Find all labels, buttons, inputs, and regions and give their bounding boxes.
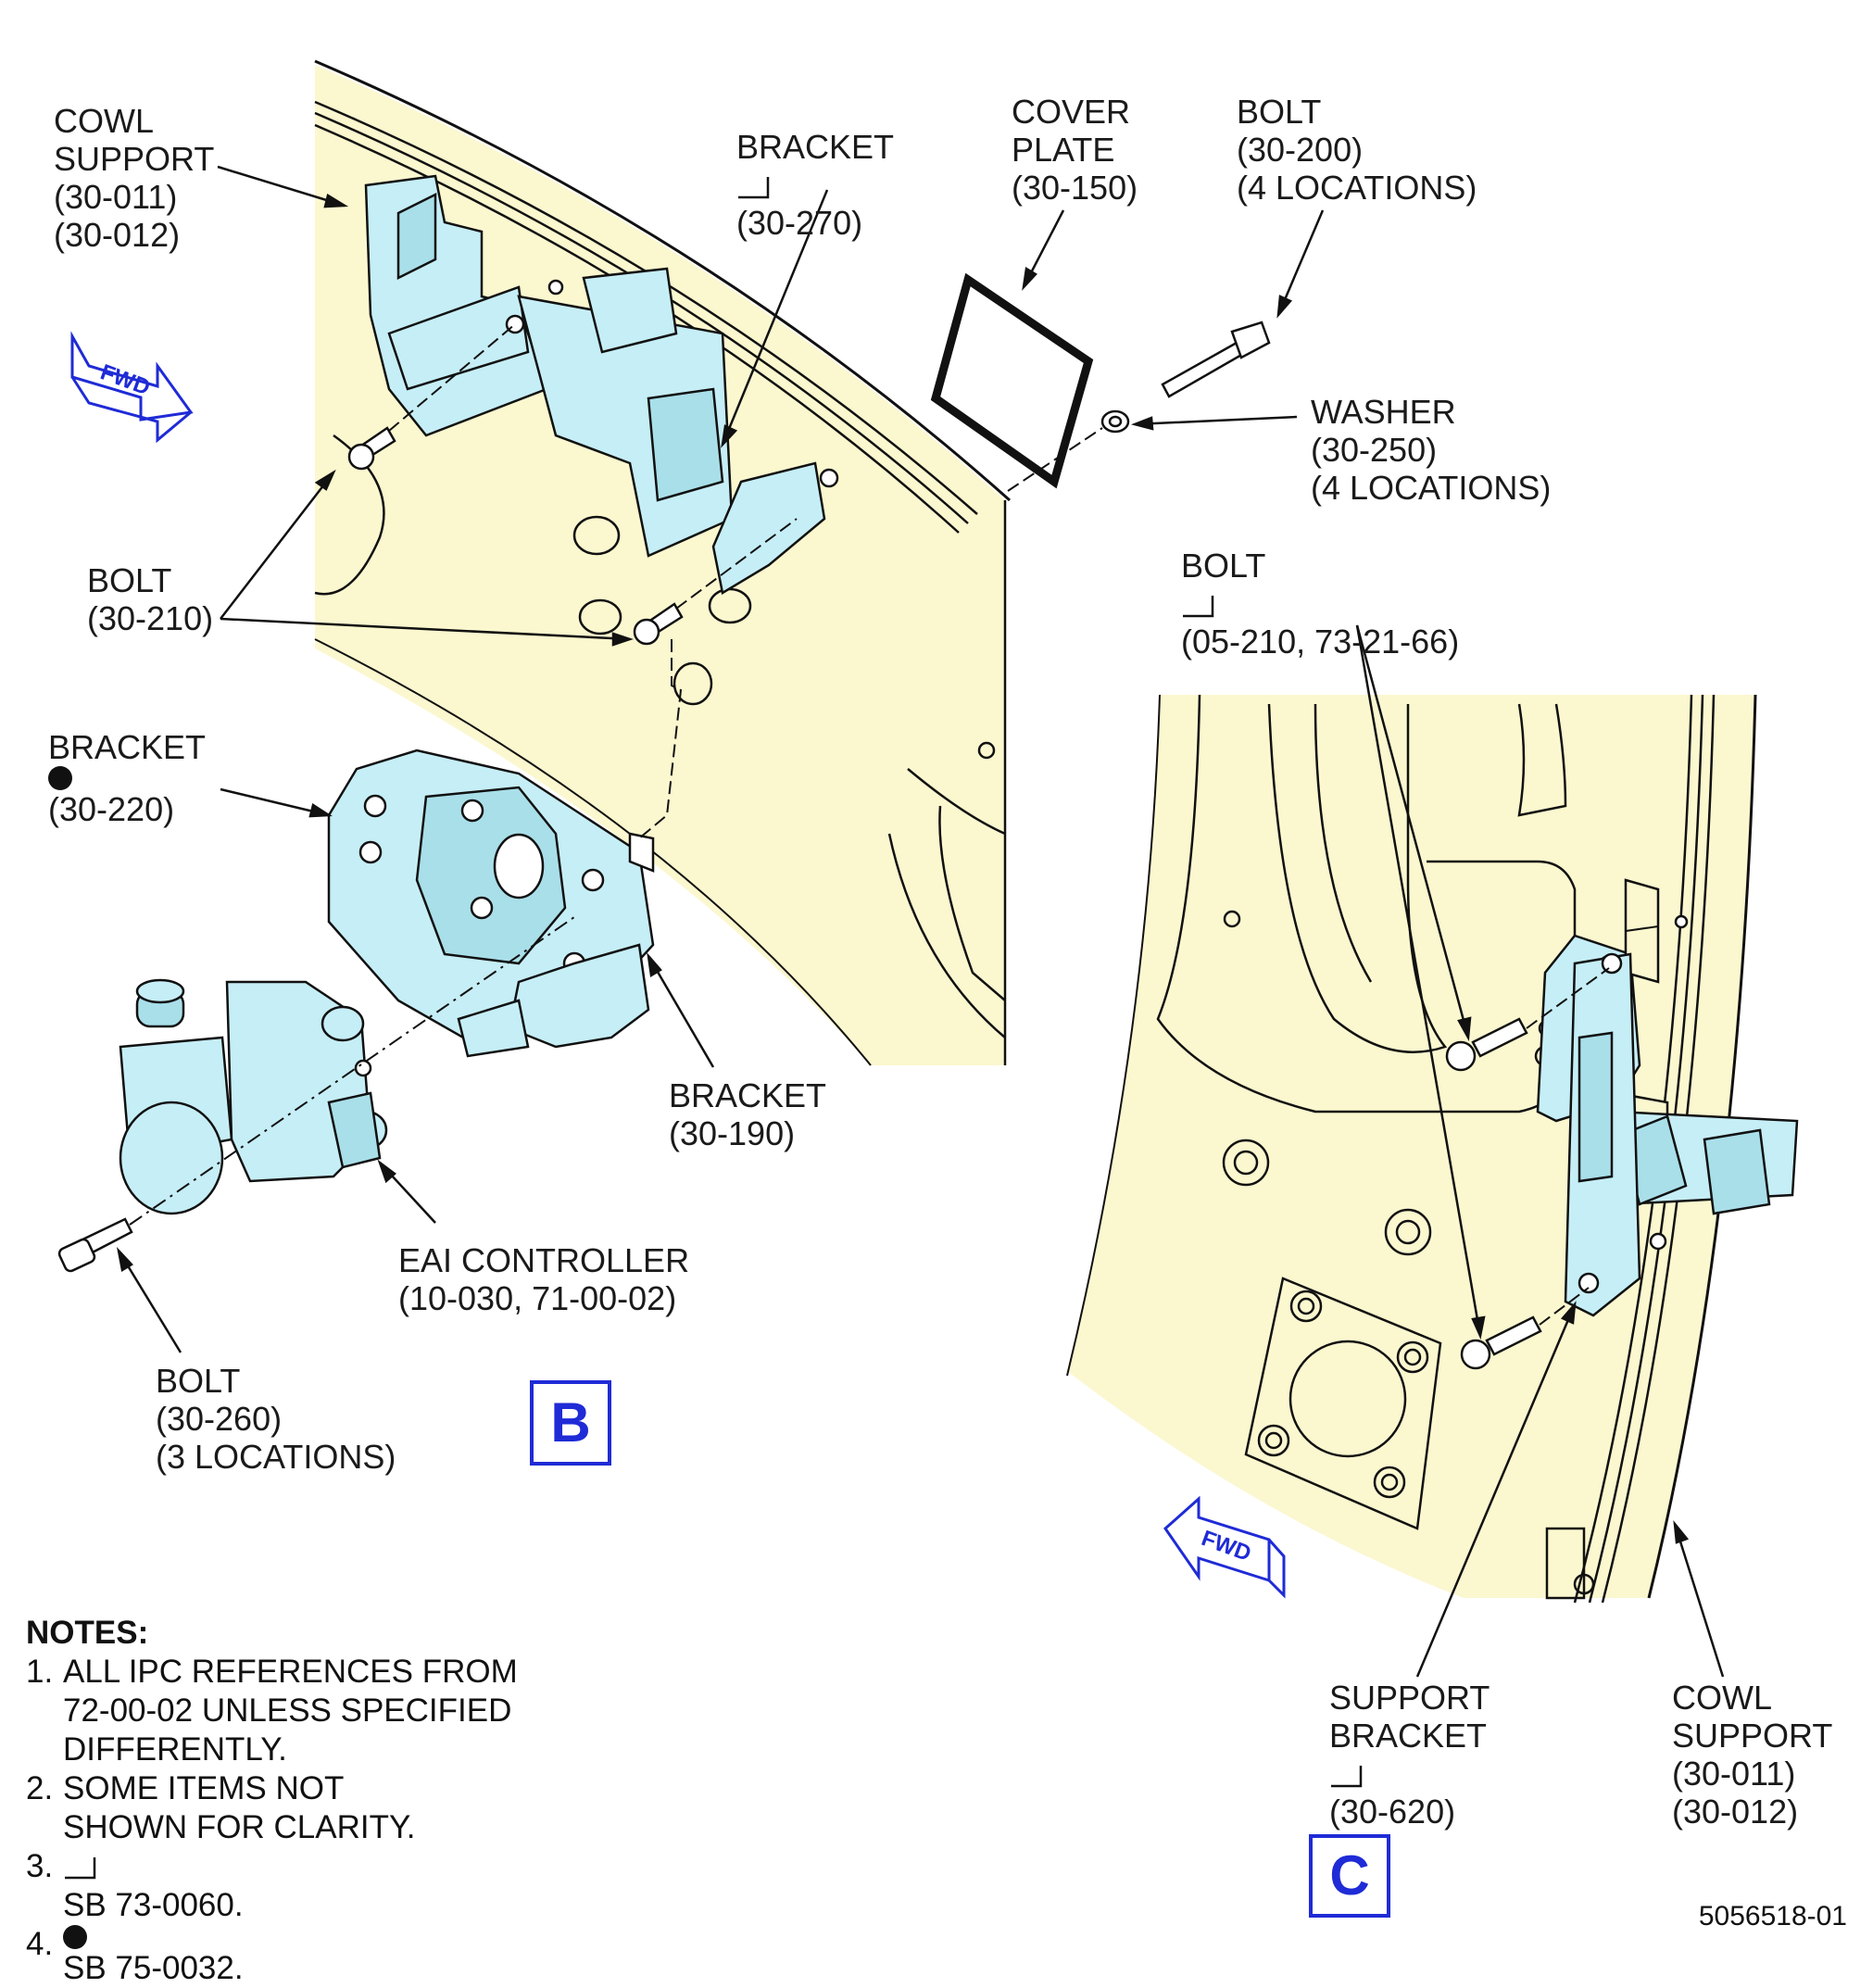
bracket-30-190 — [457, 943, 650, 1058]
label-bracket-30-190: BRACKET (30-190) — [669, 1076, 827, 1152]
bolt-30-200 — [1007, 321, 1271, 492]
note-item: 1. ALL IPC REFERENCES FROM 72-00-02 UNLE… — [26, 1654, 518, 1768]
leader-lines — [116, 165, 1725, 1678]
note-item: 4. SB 75-0032. — [26, 1925, 244, 1986]
bolts-30-210 — [347, 323, 798, 646]
label-washer-30-250: WASHER (30-250) (4 LOCATIONS) — [1311, 393, 1552, 507]
label-eai-controller: EAI CONTROLLER (10-030, 71-00-02) — [398, 1241, 690, 1317]
label-bracket-30-220: BRACKET (30-220) — [48, 728, 207, 828]
label-bolt-30-210: BOLT (30-210) — [87, 561, 214, 637]
note-item: 3. SB 73-0060. — [26, 1848, 244, 1923]
fwd-arrow-b: FWD — [70, 331, 194, 444]
bolt-30-260 — [57, 916, 575, 1273]
fwd-arrow-c: FWD — [1163, 1495, 1286, 1599]
note-item: 2. SOME ITEMS NOT SHOWN FOR CLARITY. — [26, 1770, 416, 1845]
view-label-c: C — [1309, 1834, 1390, 1918]
label-cowl-support-top: COWL SUPPORT (30-011) (30-012) — [54, 102, 215, 254]
sb-triangle-icon — [65, 1857, 96, 1880]
cover-plate-30-150 — [930, 272, 1094, 489]
label-bolt-30-200: BOLT (30-200) (4 LOCATIONS) — [1237, 93, 1477, 207]
sb-triangle-icon — [738, 177, 770, 199]
label-bolt-30-260: BOLT (30-260) (3 LOCATIONS) — [156, 1362, 396, 1476]
notes-block: NOTES: 1. ALL IPC REFERENCES FROM 72-00-… — [26, 1614, 518, 1988]
label-cowl-support-bottom: COWL SUPPORT (30-011) (30-012) — [1672, 1679, 1833, 1831]
view-label-b: B — [530, 1380, 611, 1466]
notes-title: NOTES: — [26, 1615, 149, 1651]
figure-number: 5056518-01 — [1698, 1901, 1847, 1931]
label-bracket-30-270: BRACKET (30-270) — [736, 128, 895, 242]
label-bolt-05-210: BOLT (05-210, 73-21-66) — [1181, 547, 1460, 661]
label-support-bracket: SUPPORT BRACKET (30-620) — [1329, 1679, 1490, 1831]
sb-triangle-icon — [1331, 1766, 1363, 1788]
label-cover-plate: COVER PLATE (30-150) — [1012, 93, 1138, 207]
exploded-view-drawing — [57, 59, 1799, 1678]
sb-dot-icon — [48, 766, 72, 790]
sb-triangle-icon — [1183, 596, 1214, 618]
eai-controller — [119, 978, 388, 1215]
bolts-05-210 — [1445, 925, 1659, 1370]
sb-dot-icon — [63, 1925, 87, 1949]
view-c-brackets — [1536, 878, 1799, 1317]
fwd-label-b: FWD — [97, 359, 154, 400]
